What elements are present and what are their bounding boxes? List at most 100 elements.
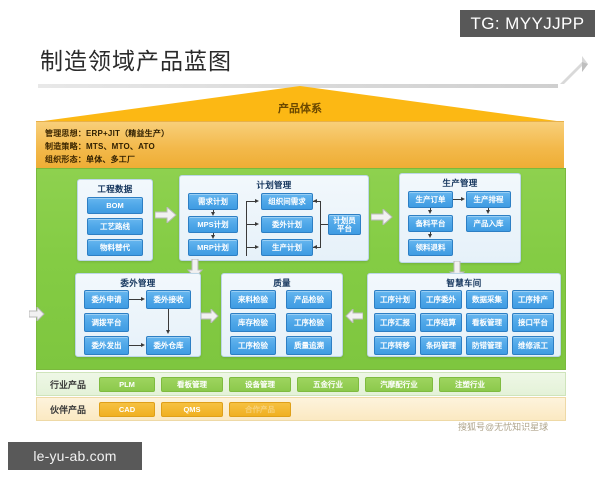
chip-barcode-management[interactable]: 条码管理 <box>420 336 462 355</box>
telegram-watermark-badge: TG: MYYJJPP <box>460 10 595 37</box>
industry-pill-hardware[interactable]: 五金行业 <box>297 376 359 392</box>
chip-material-issue-return[interactable]: 领料退料 <box>408 239 453 256</box>
group-plan-management[interactable]: 计划管理 需求计划 MPS计划 MRP计划 组织间需求 委外计划 生产计划 计划… <box>179 175 369 261</box>
arrow-right-outsource-warehouse <box>141 343 145 347</box>
chip-product-inspection[interactable]: 产品检验 <box>286 290 332 309</box>
group-title-quality: 质量 <box>273 278 291 288</box>
group-title-production: 生产管理 <box>442 178 478 188</box>
chip-outsource-warehouse[interactable]: 委外仓库 <box>146 336 191 355</box>
connector-request-to-receive <box>129 299 142 300</box>
flow-arrow-right-engineering <box>154 205 177 228</box>
chip-production-plan[interactable]: 生产计划 <box>261 239 313 256</box>
pyramid-roof: 产品体系 <box>36 86 564 122</box>
chip-process-inspection-left[interactable]: 工序检验 <box>230 336 276 355</box>
chip-production-scheduling[interactable]: 生产排程 <box>466 191 511 208</box>
chip-process-route[interactable]: 工艺路线 <box>87 218 143 235</box>
group-outsourcing-management[interactable]: 委外管理 委外申请 调拨平台 委外发出 委外接收 委外仓库 <box>75 273 201 357</box>
chip-incoming-inspection[interactable]: 来料检验 <box>230 290 276 309</box>
chip-process-inspection-right[interactable]: 工序检验 <box>286 313 332 332</box>
arrow-left-production-plan <box>313 245 317 249</box>
arrow-left-inter-org <box>313 199 317 203</box>
chip-process-report[interactable]: 工序汇报 <box>374 313 416 332</box>
strategy-key-2: 组织形态： <box>45 155 86 164</box>
arrow-down-product-stock-in <box>486 210 490 214</box>
chip-interface-platform[interactable]: 接口平台 <box>512 313 554 332</box>
chip-mrp-plan[interactable]: MRP计划 <box>188 239 238 256</box>
title-divider <box>38 84 558 88</box>
chip-outsource-request[interactable]: 委外申请 <box>84 290 129 309</box>
partner-pill-blurred[interactable]: 合作产品 <box>229 401 291 417</box>
chip-outsource-issue[interactable]: 委外发出 <box>84 336 129 355</box>
chip-process-plan[interactable]: 工序计划 <box>374 290 416 309</box>
chip-maintenance-dispatch[interactable]: 维修派工 <box>512 336 554 355</box>
chip-product-stock-in[interactable]: 产品入库 <box>466 215 511 232</box>
chip-outsource-plan[interactable]: 委外计划 <box>261 216 313 233</box>
connector-receive-to-warehouse <box>168 309 169 331</box>
strategy-value-1: MTS、MTO、ATO <box>86 142 155 151</box>
group-quality[interactable]: 质量 来料检验 库存检验 工序检验 产品检验 工序检验 质量追溯 <box>221 273 343 357</box>
chip-transfer-platform[interactable]: 调拨平台 <box>84 313 129 332</box>
connector-bus-to-planner-platform <box>320 224 328 225</box>
roof-label: 产品体系 <box>278 103 322 115</box>
industry-products-label: 行业产品 <box>49 379 86 390</box>
connector-vertical-mps-mrp <box>213 233 214 236</box>
chip-error-proofing[interactable]: 防错管理 <box>466 336 508 355</box>
connector-production-plan-to-bus <box>313 247 321 248</box>
strategy-key-1: 制造策略： <box>45 142 86 151</box>
connector-order-to-scheduling <box>453 199 462 200</box>
chip-material-substitute[interactable]: 物料替代 <box>87 239 143 256</box>
chip-process-transfer[interactable]: 工序转移 <box>374 336 416 355</box>
connector-bus-to-production-plan <box>246 247 256 248</box>
chip-production-order[interactable]: 生产订单 <box>408 191 453 208</box>
partner-pill-qms[interactable]: QMS <box>161 401 223 417</box>
industry-pill-injection-molding[interactable]: 注塑行业 <box>439 376 501 392</box>
strategy-key-0: 管理思想： <box>45 129 86 138</box>
chip-demand-plan[interactable]: 需求计划 <box>188 193 238 210</box>
chip-inter-org-demand[interactable]: 组织间需求 <box>261 193 313 210</box>
flow-arrow-right-planning <box>370 207 393 230</box>
blueprint-body: 工程数据 BOM 工艺路线 物料替代 计划管理 需求计划 MPS计划 MRP计划… <box>28 168 566 370</box>
arrow-right-scheduling <box>461 197 465 201</box>
connector-bus-to-outsource-plan <box>246 224 256 225</box>
strategy-line-0: 管理思想：ERP+JIT（精益生产） <box>45 128 169 139</box>
decorative-arrow-icon <box>548 56 590 86</box>
chip-process-outsource[interactable]: 工序委外 <box>420 290 462 309</box>
arrow-right-production-plan <box>255 245 259 249</box>
strategy-line-1: 制造策略：MTS、MTO、ATO <box>45 141 155 152</box>
connector-bus-to-inter-org <box>246 201 256 202</box>
industry-pill-kanban[interactable]: 看板管理 <box>161 376 223 392</box>
connector-issue-to-warehouse <box>129 345 142 346</box>
strategy-band: 管理思想：ERP+JIT（精益生产） 制造策略：MTS、MTO、ATO 组织形态… <box>36 121 564 169</box>
arrow-right-outsource-receive <box>141 297 145 301</box>
strategy-value-0: ERP+JIT（精益生产） <box>86 129 170 138</box>
chip-bom[interactable]: BOM <box>87 197 143 214</box>
chip-kanban-management[interactable]: 看板管理 <box>466 313 508 332</box>
arrow-down-outsource-warehouse <box>166 330 170 334</box>
connector-vertical-demand-mps <box>213 210 214 213</box>
chip-material-prep-platform[interactable]: 备料平台 <box>408 215 453 232</box>
industry-pill-plm[interactable]: PLM <box>99 376 155 392</box>
group-title-engineering: 工程数据 <box>97 184 133 194</box>
chip-planner-platform[interactable]: 计划员平台 <box>328 214 361 235</box>
group-engineering-data[interactable]: 工程数据 BOM 工艺路线 物料替代 <box>77 179 153 261</box>
chip-quality-traceability[interactable]: 质量追溯 <box>286 336 332 355</box>
chip-process-scheduling[interactable]: 工序排产 <box>512 290 554 309</box>
group-smart-workshop[interactable]: 智慧车间 工序计划 工序委外 数据采集 工序排产 工序汇报 工序结算 看板管理 … <box>367 273 561 357</box>
industry-pill-auto-moto-parts[interactable]: 汽摩配行业 <box>365 376 433 392</box>
chip-stock-inspection[interactable]: 库存检验 <box>230 313 276 332</box>
industry-pill-equipment[interactable]: 设备管理 <box>229 376 291 392</box>
chip-mps-plan[interactable]: MPS计划 <box>188 216 238 233</box>
partner-pill-cad[interactable]: CAD <box>99 401 155 417</box>
chip-process-settlement[interactable]: 工序结算 <box>420 313 462 332</box>
connector-bus-vertical-left <box>246 201 247 256</box>
arrow-down-material-issue <box>428 234 432 238</box>
chip-data-collection[interactable]: 数据采集 <box>466 290 508 309</box>
arrow-right-outsource-plan <box>255 222 259 226</box>
site-url-badge: le-yu-ab.com <box>8 442 142 470</box>
chip-outsource-receive[interactable]: 委外接收 <box>146 290 191 309</box>
industry-products-row: 行业产品 PLM 看板管理 设备管理 五金行业 汽摩配行业 注塑行业 <box>36 372 566 396</box>
strategy-value-2: 单体、多工厂 <box>86 155 136 164</box>
group-production-management[interactable]: 生产管理 生产订单 备料平台 领料退料 生产排程 产品入库 <box>399 173 521 263</box>
arrow-down-demand-mps <box>211 212 215 216</box>
source-watermark: 搜狐号@无忧知识星球 <box>458 422 549 432</box>
